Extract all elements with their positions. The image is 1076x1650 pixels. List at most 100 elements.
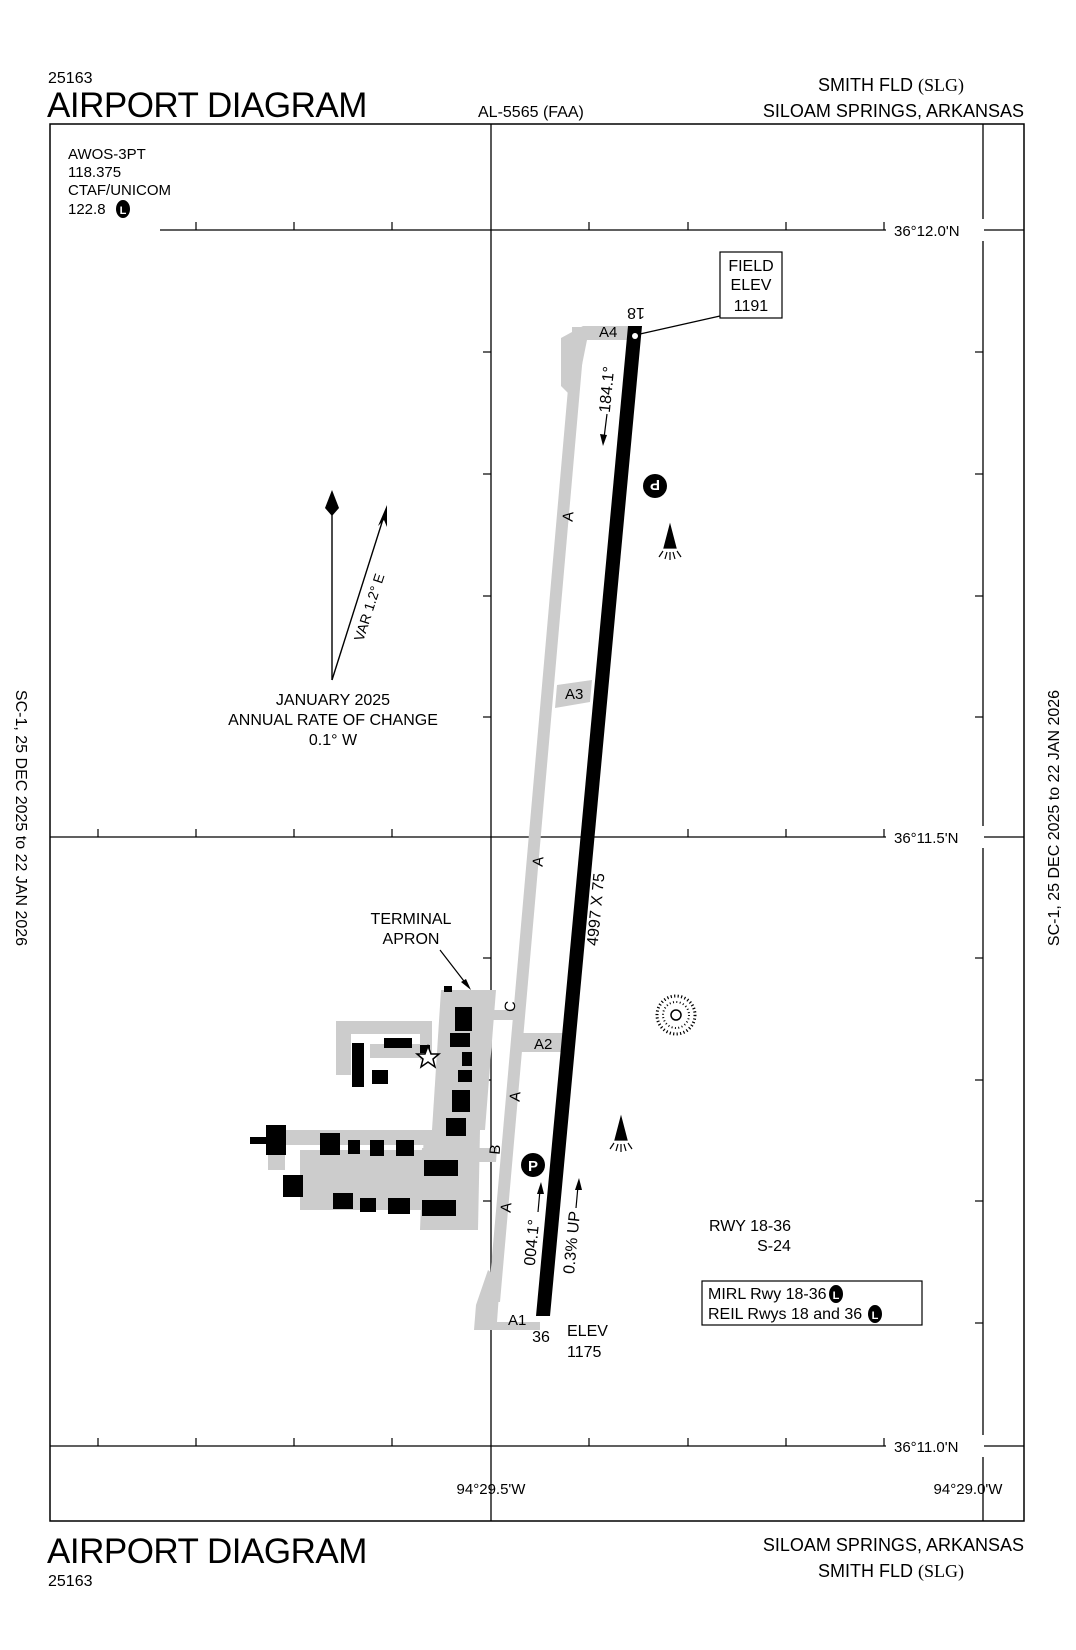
lighting-mirl: MIRL Rwy 18-36	[708, 1286, 827, 1303]
taxiway-a2	[518, 1033, 567, 1052]
building	[422, 1200, 456, 1216]
lat-label-11-0: 36°11.0'N	[894, 1439, 958, 1456]
building	[384, 1038, 412, 1048]
magnetic-rate-value: 0.1° W	[309, 732, 358, 749]
taxiway-label-a-south2: A	[498, 1202, 516, 1214]
svg-text:P: P	[650, 476, 660, 493]
building	[348, 1140, 360, 1154]
building	[446, 1118, 466, 1136]
runway-heading-004: 004.1°	[522, 1219, 543, 1267]
ctaf-freq: 122.8	[68, 201, 106, 218]
footer-airport-name-line: SMITH FLD (SLG)	[818, 1561, 964, 1582]
parking-icon: P	[643, 474, 667, 498]
true-north-arrow-icon	[325, 490, 339, 680]
parking-icon: P	[521, 1153, 545, 1177]
magnetic-rate-label: ANNUAL RATE OF CHANGE	[228, 712, 438, 729]
lon-label-29-0: 94°29.0'W	[934, 1481, 1004, 1498]
field-elev-leader	[639, 315, 721, 335]
building	[458, 1070, 472, 1082]
lat-label-bg-1	[886, 219, 984, 241]
svg-text:L: L	[120, 205, 127, 217]
building	[250, 1137, 266, 1144]
effective-dates-right: SC-1, 25 DEC 2025 to 22 JAN 2026	[1046, 690, 1063, 946]
taxiway-label-a2: A2	[534, 1036, 552, 1053]
header-airport-name: SMITH FLD	[818, 75, 913, 95]
footer-chart-number: 25163	[48, 1573, 93, 1590]
footer-title: AIRPORT DIAGRAM	[47, 1532, 367, 1571]
building	[266, 1125, 286, 1155]
building	[283, 1175, 303, 1197]
lon-label-29-5: 94°29.5'W	[457, 1481, 527, 1498]
magnetic-north-arrow-icon	[331, 505, 387, 681]
west-taxilane	[268, 1130, 430, 1145]
field-elev-point	[632, 333, 638, 339]
runway-18-36	[536, 326, 642, 1316]
taxiway-label-b: B	[487, 1144, 505, 1156]
header-title: AIRPORT DIAGRAM	[47, 86, 367, 125]
building	[462, 1052, 472, 1066]
runway-info-line1: RWY 18-36	[709, 1218, 791, 1235]
taxiway-label-a4: A4	[599, 324, 617, 341]
ctaf-lighting-icon: L	[116, 200, 130, 218]
taxiway-label-a-south: A	[507, 1091, 525, 1103]
taxiway-system	[268, 326, 638, 1330]
wind-cone-icon	[658, 522, 682, 560]
field-elev-line1: FIELD	[728, 258, 773, 275]
awos-label: AWOS-3PT	[68, 146, 146, 163]
runway-elev-label: ELEV	[567, 1323, 608, 1340]
segmented-circle-icon	[655, 994, 697, 1036]
hangar-apron	[300, 1150, 428, 1210]
building	[450, 1033, 470, 1047]
lat-label-12-0: 36°12.0'N	[894, 223, 960, 240]
field-elev-box	[719, 251, 783, 319]
heading-north-arrow-icon	[537, 1182, 544, 1213]
ctaf-label: CTAF/UNICOM	[68, 182, 171, 199]
wind-cone-icon	[609, 1114, 633, 1152]
svg-text:P: P	[528, 1158, 538, 1175]
runway-heading-184: 184.1°	[597, 366, 618, 414]
reil-lighting-icon: L	[868, 1305, 882, 1323]
effective-dates-left: SC-1, 25 DEC 2025 to 22 JAN 2026	[12, 690, 29, 946]
runway-end-18: 18	[627, 304, 645, 321]
building	[444, 986, 452, 992]
building	[452, 1090, 470, 1112]
field-elev-value: 1191	[734, 298, 769, 315]
taxiway-label-a-north: A	[560, 511, 578, 523]
runway-dimensions: 4997 X 75	[585, 872, 609, 946]
taxiway-a4	[572, 327, 638, 339]
terminal-apron-leader	[439, 949, 471, 990]
lat-label-11-5: 36°11.5'N	[894, 830, 958, 847]
taxiway-label-c: C	[502, 1000, 520, 1013]
awos-freq: 118.375	[68, 164, 121, 181]
runway-elev-value: 1175	[567, 1344, 602, 1361]
taxiway-a4-fillet	[561, 326, 634, 400]
svg-text:L: L	[872, 1310, 879, 1322]
lighting-reil: REIL Rwys 18 and 36	[708, 1306, 862, 1323]
field-elev-line2: ELEV	[731, 277, 772, 294]
magnetic-variation: VAR 1.2° E	[351, 571, 388, 642]
magnetic-date: JANUARY 2025	[276, 692, 390, 709]
terminal-apron-line2: APRON	[383, 931, 440, 948]
runway-info-line2: S-24	[757, 1238, 791, 1255]
building	[455, 1007, 472, 1031]
lat-label-bg-3	[886, 1435, 984, 1457]
taxiway-a3	[555, 680, 592, 708]
header-chart-number: 25163	[48, 70, 93, 87]
gradient-arrow-icon	[575, 1178, 582, 1209]
building	[372, 1070, 388, 1084]
building	[333, 1193, 353, 1209]
header-city-state: SILOAM SPRINGS, ARKANSAS	[763, 101, 1024, 121]
taxiway-label-a-mid: A	[530, 856, 548, 868]
building	[396, 1140, 414, 1156]
runway-gradient: 0.3% UP	[561, 1210, 584, 1274]
taxiway-c	[485, 1010, 520, 1020]
building	[424, 1160, 458, 1176]
footer-city-state: SILOAM SPRINGS, ARKANSAS	[763, 1535, 1024, 1555]
mirl-lighting-icon: L	[829, 1285, 843, 1303]
chart-frame	[49, 123, 1025, 1522]
header-al-number: AL-5565 (FAA)	[478, 104, 584, 121]
lighting-box	[701, 1280, 923, 1326]
footer-airport-name: SMITH FLD	[818, 1561, 913, 1581]
building	[352, 1043, 364, 1087]
